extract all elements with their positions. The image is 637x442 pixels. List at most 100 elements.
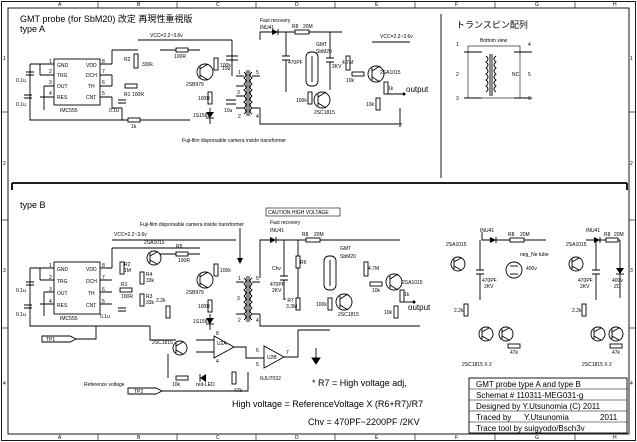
svg-text:7: 7 — [286, 350, 289, 356]
svg-text:VDD: VDD — [86, 63, 97, 69]
svg-text:Fuji-film disporsable camera i: Fuji-film disporsable camera inside tran… — [140, 222, 244, 228]
svg-text:Traced by: Traced by — [476, 413, 511, 422]
svg-text:Fast recovery: Fast recovery — [270, 220, 301, 226]
svg-text:100k: 100k — [296, 98, 307, 104]
svg-text:2: 2 — [3, 161, 6, 167]
svg-text:1: 1 — [238, 276, 241, 282]
svg-text:470PF: 470PF — [578, 278, 593, 284]
svg-text:R4: R4 — [146, 272, 153, 278]
svg-text:A: A — [58, 435, 62, 441]
svg-text:400v: 400v — [612, 278, 623, 284]
svg-text:2KV: 2KV — [580, 284, 590, 290]
svg-text:20M: 20M — [314, 232, 324, 238]
svg-text:TH: TH — [88, 291, 95, 297]
svg-text:Y.Utsunomia: Y.Utsunomia — [524, 413, 569, 422]
svg-text:Bottom view: Bottom view — [480, 38, 508, 44]
svg-text:2SB979: 2SB979 — [186, 82, 204, 88]
svg-text:H: H — [613, 435, 617, 441]
svg-text:RES: RES — [57, 303, 68, 309]
svg-text:TRG: TRG — [57, 279, 68, 285]
svg-text:CAUTION HIGH VOLTAGE: CAUTION HIGH VOLTAGE — [268, 210, 329, 216]
svg-text:6: 6 — [102, 287, 105, 293]
svg-text:33k: 33k — [146, 278, 155, 284]
svg-text:D: D — [295, 435, 299, 441]
svg-text:100R: 100R — [132, 92, 144, 98]
svg-text:OUT: OUT — [57, 291, 68, 297]
svg-text:output: output — [408, 303, 431, 312]
note-r7: * R7 = High voltage adj, — [312, 378, 407, 388]
svg-text:Fuji-film disporsable camera i: Fuji-film disporsable camera inside tran… — [182, 138, 286, 144]
svg-text:1: 1 — [49, 59, 52, 65]
side-circuit-zener: 2SA1015 INU41 R8 20M 400v ZD 470PF 2KV 2… — [566, 228, 624, 368]
svg-text:2: 2 — [456, 72, 459, 78]
svg-text:470PF: 470PF — [270, 282, 285, 288]
svg-text:2: 2 — [49, 69, 52, 75]
svg-text:R1: R1 — [121, 282, 128, 288]
svg-text:1k: 1k — [404, 292, 410, 298]
svg-text:4.7M: 4.7M — [368, 266, 379, 272]
note-chv: Chv = 470PF~2200PF /2KV — [308, 417, 420, 427]
svg-text:1k: 1k — [131, 124, 137, 130]
svg-text:8: 8 — [216, 331, 219, 337]
svg-text:GND: GND — [57, 267, 69, 273]
svg-text:2SA1015: 2SA1015 — [380, 70, 401, 76]
svg-text:NC: NC — [512, 72, 520, 78]
svg-text:R1: R1 — [124, 92, 131, 98]
svg-text:H: H — [613, 2, 617, 8]
svg-text:4: 4 — [3, 381, 6, 387]
svg-text:GND: GND — [57, 63, 69, 69]
svg-text:2SA1015: 2SA1015 — [144, 240, 165, 246]
svg-text:E: E — [375, 435, 379, 441]
svg-text:100k: 100k — [220, 63, 231, 69]
svg-text:Trace tool by suigyodo/Bsch3v: Trace tool by suigyodo/Bsch3v — [476, 424, 585, 433]
svg-text:2KV: 2KV — [272, 288, 282, 294]
svg-text:0.1u: 0.1u — [109, 108, 119, 114]
svg-text:5: 5 — [102, 91, 105, 97]
svg-text:0.1u: 0.1u — [16, 78, 26, 84]
ic-555-a — [53, 58, 101, 106]
side-circuit-neon: 2SA1015 INU41 R8 20M neg_Ne tube 400v 47… — [446, 228, 549, 368]
svg-text:6: 6 — [102, 80, 105, 86]
svg-text:5: 5 — [102, 299, 105, 305]
svg-text:* R7: * R7 — [284, 298, 294, 304]
svg-text:0.1u: 0.1u — [16, 312, 26, 318]
svg-text:IMC555: IMC555 — [60, 316, 78, 322]
svg-text:TH: TH — [88, 84, 95, 90]
svg-text:100R: 100R — [121, 294, 133, 300]
svg-text:0.1u: 0.1u — [16, 102, 26, 108]
svg-text:20M: 20M — [520, 232, 530, 238]
svg-text:1: 1 — [456, 42, 459, 48]
svg-text:3: 3 — [630, 268, 633, 274]
svg-text:3: 3 — [49, 287, 52, 293]
svg-text:470PF: 470PF — [482, 278, 497, 284]
svg-text:10u: 10u — [222, 66, 231, 72]
svg-text:A: A — [58, 2, 62, 8]
svg-text:7: 7 — [102, 69, 105, 75]
svg-text:100R: 100R — [198, 304, 210, 310]
title-type-a-sub: type A — [20, 24, 45, 34]
svg-text:4: 4 — [256, 114, 259, 120]
svg-text:U2A: U2A — [217, 341, 227, 347]
svg-text:47k: 47k — [612, 350, 621, 356]
svg-text:2: 2 — [630, 161, 633, 167]
svg-text:1S1588: 1S1588 — [193, 113, 210, 119]
svg-text:8: 8 — [102, 263, 105, 269]
svg-text:2.2k: 2.2k — [454, 308, 464, 314]
svg-text:2KV: 2KV — [484, 284, 494, 290]
svg-text:2SC1815: 2SC1815 — [314, 110, 335, 116]
svg-text:B: B — [137, 435, 141, 441]
svg-text:VCC=2.2~3.6v: VCC=2.2~3.6v — [114, 232, 147, 238]
svg-text:GMT: GMT — [340, 246, 351, 252]
svg-text:VDD: VDD — [86, 267, 97, 273]
svg-text:CNT: CNT — [86, 303, 96, 309]
svg-text:R8: R8 — [508, 232, 515, 238]
svg-text:トランスピン配列: トランスピン配列 — [456, 19, 528, 30]
svg-text:U2B: U2B — [267, 355, 277, 361]
svg-text:10k: 10k — [172, 382, 181, 388]
svg-text:10k: 10k — [372, 288, 381, 294]
svg-text:TP2: TP2 — [134, 389, 143, 395]
border-numbers: 1 2 3 4 1 2 3 4 — [3, 56, 633, 387]
svg-text:Chv: Chv — [272, 266, 281, 272]
svg-text:INU41: INU41 — [586, 228, 600, 234]
